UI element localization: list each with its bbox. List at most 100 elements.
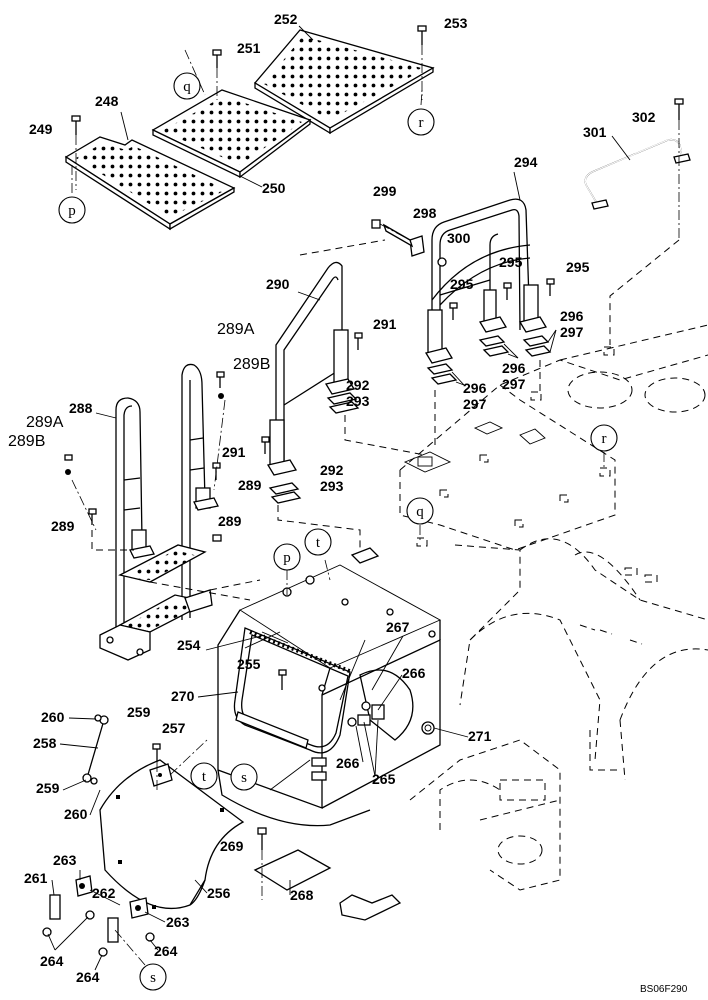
part-label: 295: [499, 254, 523, 270]
part-label: 293: [346, 393, 370, 409]
part-label: 264: [40, 953, 64, 969]
part-label: 289: [238, 477, 262, 493]
reference-letter: s: [241, 770, 247, 786]
reference-letter: t: [316, 535, 321, 551]
part-label: 251: [237, 40, 261, 56]
part-label: 268: [290, 887, 314, 903]
bolts-291: [261, 332, 363, 454]
reference-marker: r: [407, 108, 435, 136]
cover-268: [253, 827, 332, 900]
step-plate-252: [254, 29, 435, 135]
part-label: 293: [320, 478, 344, 494]
bolt-249: [71, 115, 81, 190]
reference-circle: [139, 963, 167, 991]
stay-rod-258: [82, 714, 109, 785]
bolt-255: [278, 669, 287, 690]
reference-circle: [304, 528, 332, 556]
part-label: 271: [468, 728, 492, 744]
part-label: 265: [372, 771, 396, 787]
part-label: 296: [463, 380, 487, 396]
bolts-264: [42, 910, 159, 971]
shims-296-297: [426, 329, 557, 386]
part-label: 253: [444, 15, 468, 31]
machine-frame: [399, 324, 708, 891]
reference-marker: p: [273, 543, 301, 571]
part-label: 298: [413, 205, 437, 221]
mount-pad: [403, 421, 546, 473]
part-label: 255: [237, 656, 261, 672]
reference-letter: q: [183, 79, 191, 95]
door-panel-256: [99, 759, 245, 909]
part-label: 263: [166, 914, 190, 930]
part-label: 297: [560, 324, 584, 340]
bolts-289: [64, 371, 226, 542]
reference-marker: r: [590, 424, 618, 452]
part-label: 260: [64, 806, 88, 822]
part-label: 254: [177, 637, 201, 653]
bolt-299: [371, 219, 411, 241]
reference-circle: [407, 108, 435, 136]
part-label: 290: [266, 276, 290, 292]
part-label: 289A: [26, 414, 64, 431]
part-label: 289B: [8, 433, 45, 450]
part-label: 296: [502, 360, 526, 376]
front-direction-arrow: [339, 894, 402, 921]
part-label: 259: [36, 780, 60, 796]
part-label: 295: [566, 259, 590, 275]
drawing-code: BS06F290: [640, 984, 688, 995]
part-label: 289: [218, 513, 242, 529]
part-label: 301: [583, 124, 607, 140]
reference-circle: [590, 424, 618, 452]
part-label: 264: [76, 969, 100, 985]
handrail-301: [584, 138, 691, 210]
part-label: 263: [53, 852, 77, 868]
part-label: 302: [632, 109, 656, 125]
part-label: 259: [127, 704, 151, 720]
hinges: [49, 875, 149, 943]
reference-circle: [190, 762, 218, 790]
part-label: 296: [560, 308, 584, 324]
reference-marker: s: [230, 763, 258, 791]
bolt-257: [152, 743, 161, 790]
part-label: 260: [41, 709, 65, 725]
reference-circle: [58, 196, 86, 224]
part-label: 300: [447, 230, 471, 246]
part-label: 264: [154, 943, 178, 959]
part-label: 261: [24, 870, 48, 886]
handrail-290: [266, 261, 356, 476]
tool-box: [217, 547, 442, 827]
part-label: 262: [92, 885, 116, 901]
part-label: 297: [502, 376, 526, 392]
bracket-298: [382, 223, 425, 257]
part-label: 269: [220, 838, 244, 854]
part-label: 249: [29, 121, 53, 137]
reference-circle: [173, 72, 201, 100]
reference-letter: r: [602, 431, 607, 447]
reference-letter: r: [419, 115, 424, 131]
reference-circle: [406, 497, 434, 525]
part-label: 250: [262, 180, 286, 196]
part-label: 299: [373, 183, 397, 199]
reference-marker: t: [304, 528, 332, 556]
shims-292-293: [268, 392, 360, 504]
part-label: 266: [336, 755, 360, 771]
ladder-288: [99, 363, 219, 661]
part-label: 291: [373, 316, 397, 332]
part-label: 248: [95, 93, 119, 109]
part-label: 297: [463, 396, 487, 412]
handrail-294: [424, 198, 548, 364]
part-label: 256: [207, 885, 231, 901]
reference-marker: t: [190, 762, 218, 790]
bolt-251: [212, 49, 222, 100]
part-label: 289B: [233, 356, 270, 373]
reference-circle: [230, 763, 258, 791]
bolt-302: [674, 98, 684, 240]
reference-letter: p: [68, 203, 76, 219]
reference-letter: p: [283, 550, 291, 566]
reference-circle: [273, 543, 301, 571]
part-label: 289: [51, 518, 75, 534]
part-label: 257: [162, 720, 186, 736]
